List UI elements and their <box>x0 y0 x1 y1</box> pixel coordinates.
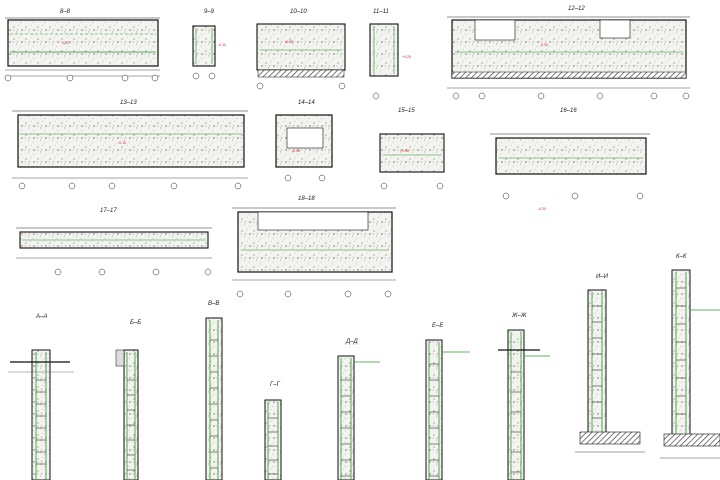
detail-title: Г–Г <box>270 382 281 388</box>
section-title: 11–11 <box>373 9 389 15</box>
detail-V-V: В–В <box>205 301 223 480</box>
section-15-15: 15–15 +0.05 <box>379 108 445 190</box>
section-8-8: 8–8 0.00 <box>4 9 160 82</box>
detail-ZH-ZH: Ж–Ж <box>498 313 550 480</box>
section-10-10: 10–10 -0.05 <box>256 9 346 90</box>
section-title: 16–16 <box>560 108 577 114</box>
detail-I-I: И–И <box>575 274 645 453</box>
svg-text:-0.10: -0.10 <box>218 43 226 47</box>
section-title: 9–9 <box>204 9 215 15</box>
section-title: 14–14 <box>298 100 315 106</box>
svg-text:+0.05: +0.05 <box>400 149 409 153</box>
detail-title: А–А <box>35 314 47 320</box>
svg-text:0.00: 0.00 <box>62 41 69 45</box>
svg-text:-0.10: -0.10 <box>540 43 548 47</box>
svg-text:-0.10: -0.10 <box>118 141 126 145</box>
detail-title: В–В <box>208 301 219 307</box>
section-title: 10–10 <box>290 9 307 15</box>
svg-text:-0.20: -0.20 <box>538 207 546 211</box>
detail-title: Б–Б <box>130 320 141 326</box>
detail-D-D: Д–Д <box>337 339 380 480</box>
section-17-17: 17–17 <box>16 208 212 276</box>
svg-text:-0.05: -0.05 <box>285 40 293 44</box>
section-12-12: 12–12 -0.10 <box>447 6 690 100</box>
detail-E-E: Е–Е <box>425 323 470 480</box>
section-title: 12–12 <box>568 6 585 12</box>
section-18-18: 18–18 <box>232 196 396 298</box>
section-16-16: 16–16 -0.20 <box>490 108 650 211</box>
detail-title: Е–Е <box>432 323 444 329</box>
detail-G-G: Г–Г <box>264 382 282 480</box>
svg-text:-0.05: -0.05 <box>292 149 300 153</box>
section-title: 18–18 <box>298 196 315 202</box>
detail-title: Д–Д <box>345 339 359 345</box>
detail-title: К–К <box>676 254 687 260</box>
detail-title: И–И <box>596 274 609 280</box>
section-title: 17–17 <box>100 208 117 214</box>
detail-A-A: А–А <box>8 314 74 480</box>
section-11-11: 11–11 +0.20 <box>369 9 411 100</box>
section-title: 8–8 <box>60 9 71 15</box>
section-title: 15–15 <box>398 108 415 114</box>
detail-K-K: К–К <box>660 254 720 459</box>
svg-text:+0.20: +0.20 <box>402 55 411 59</box>
section-9-9: 9–9 -0.10 <box>192 9 226 80</box>
detail-B-B: Б–Б <box>115 320 141 480</box>
detail-title: Ж–Ж <box>511 313 527 319</box>
section-14-14: 14–14 -0.05 <box>275 100 333 182</box>
section-13-13: 13–13 -0.10 <box>12 100 248 190</box>
section-title: 13–13 <box>120 100 137 106</box>
